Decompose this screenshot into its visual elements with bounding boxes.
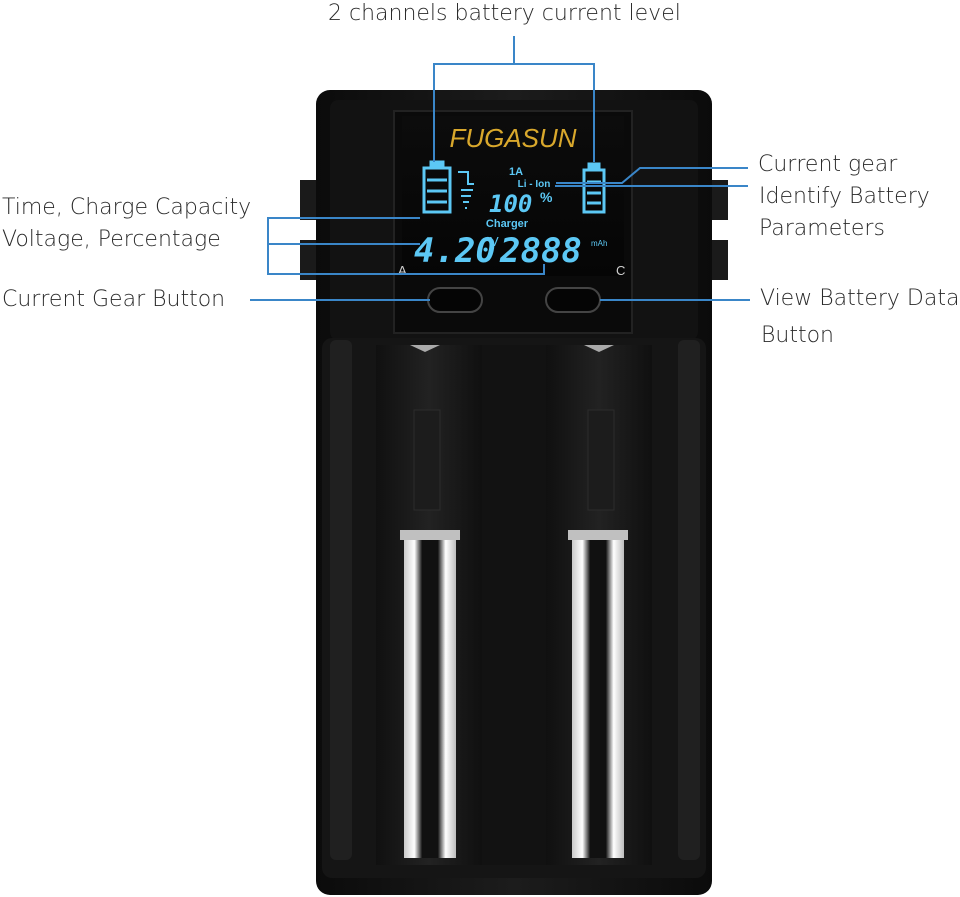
- battery-slot-a: [376, 345, 482, 865]
- callout-time-capacity: Time, Charge Capacity: [2, 195, 252, 220]
- lcd-percent-unit: %: [540, 189, 553, 205]
- battery-icon-channel-a: [422, 160, 452, 214]
- lcd-percent: 100: [489, 190, 532, 218]
- battery-icon-channel-c: [582, 162, 606, 214]
- callout-parameters: Parameters: [759, 216, 885, 241]
- callout-voltage-percentage: Voltage, Percentage: [2, 227, 221, 252]
- button-a-label: A: [398, 263, 407, 278]
- lcd-mode: Charger: [486, 218, 529, 230]
- callout-current-gear-button: Current Gear Button: [2, 287, 226, 312]
- lcd-battery-type: Li - Ion: [518, 179, 551, 190]
- lcd-current: 1A: [509, 166, 523, 178]
- button-c-label: C: [616, 263, 625, 278]
- plug-icon: [458, 171, 474, 209]
- brand-logo: FUGASUN: [449, 123, 576, 153]
- callout-channels: 2 channels battery current level: [328, 1, 681, 26]
- callout-button: Button: [761, 323, 835, 348]
- callout-view-battery-data: View Battery Data: [760, 286, 960, 311]
- battery-slot-c: [546, 345, 652, 865]
- lcd-capacity: 2888: [499, 231, 582, 271]
- lcd-capacity-unit: mAh: [591, 239, 607, 248]
- callout-current-gear: Current gear: [758, 152, 898, 177]
- lcd-voltage: 4.20: [414, 231, 496, 271]
- lcd-voltage-unit: V: [490, 234, 499, 249]
- callout-identify-battery: Identify Battery: [759, 184, 930, 209]
